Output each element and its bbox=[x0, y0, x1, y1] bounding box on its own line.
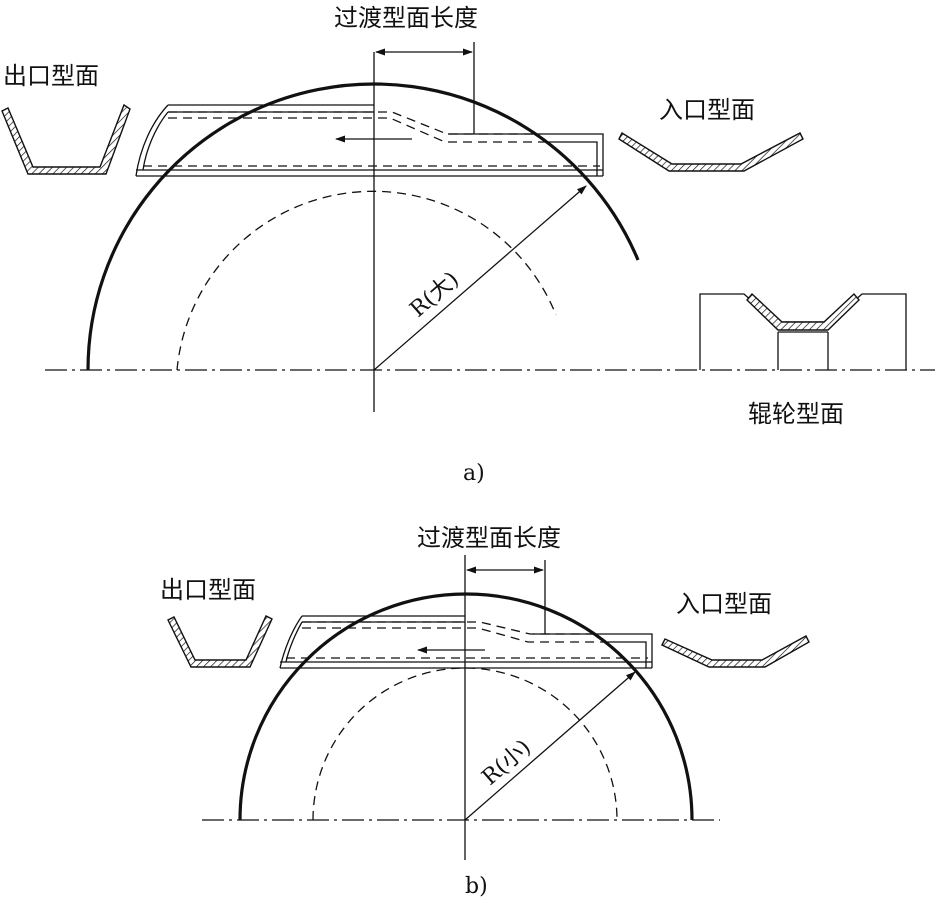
panel-a-inner-dashed-arc bbox=[176, 190, 557, 371]
panel-b-entry-profile-label: 入口型面 bbox=[676, 590, 772, 618]
panel-a-exit-profile bbox=[1, 103, 131, 175]
panel-a-exit-profile-label: 出口型面 bbox=[3, 62, 99, 90]
panel-a-strip bbox=[135, 104, 604, 177]
panel-b-strip bbox=[279, 615, 653, 669]
panel-a-radius-label: R(大) bbox=[406, 267, 464, 322]
panel-b-radius-label: R(小) bbox=[478, 735, 536, 790]
panel-a-roller-profile-label: 辊轮型面 bbox=[748, 400, 844, 428]
panel-b-caption: b) bbox=[465, 874, 488, 899]
panel-a-radius-line bbox=[373, 185, 587, 371]
panel-b-radius-line bbox=[464, 671, 636, 821]
panel-a-entry-profile-label: 入口型面 bbox=[659, 96, 755, 124]
panel-a-roller-profile bbox=[699, 292, 907, 370]
panel-a-transition-length-label: 过渡型面长度 bbox=[334, 4, 478, 32]
panel-a-entry-profile bbox=[618, 132, 804, 172]
panel-a: R(大) 过渡型面长度 出口型面 入口型面 bbox=[1, 4, 935, 486]
panel-a-caption: a) bbox=[463, 461, 485, 486]
panel-a-large-roller-arc bbox=[86, 82, 640, 371]
panel-b-exit-profile bbox=[167, 615, 273, 668]
panel-b-transition-length-label: 过渡型面长度 bbox=[417, 524, 561, 552]
panel-b-entry-profile bbox=[661, 635, 810, 668]
panel-b-small-roller-arc bbox=[238, 592, 694, 821]
panel-b-exit-profile-label: 出口型面 bbox=[160, 576, 256, 604]
panel-b: R(小) 过渡型面长度 出口型面 入口型面 b) bbox=[160, 524, 810, 899]
